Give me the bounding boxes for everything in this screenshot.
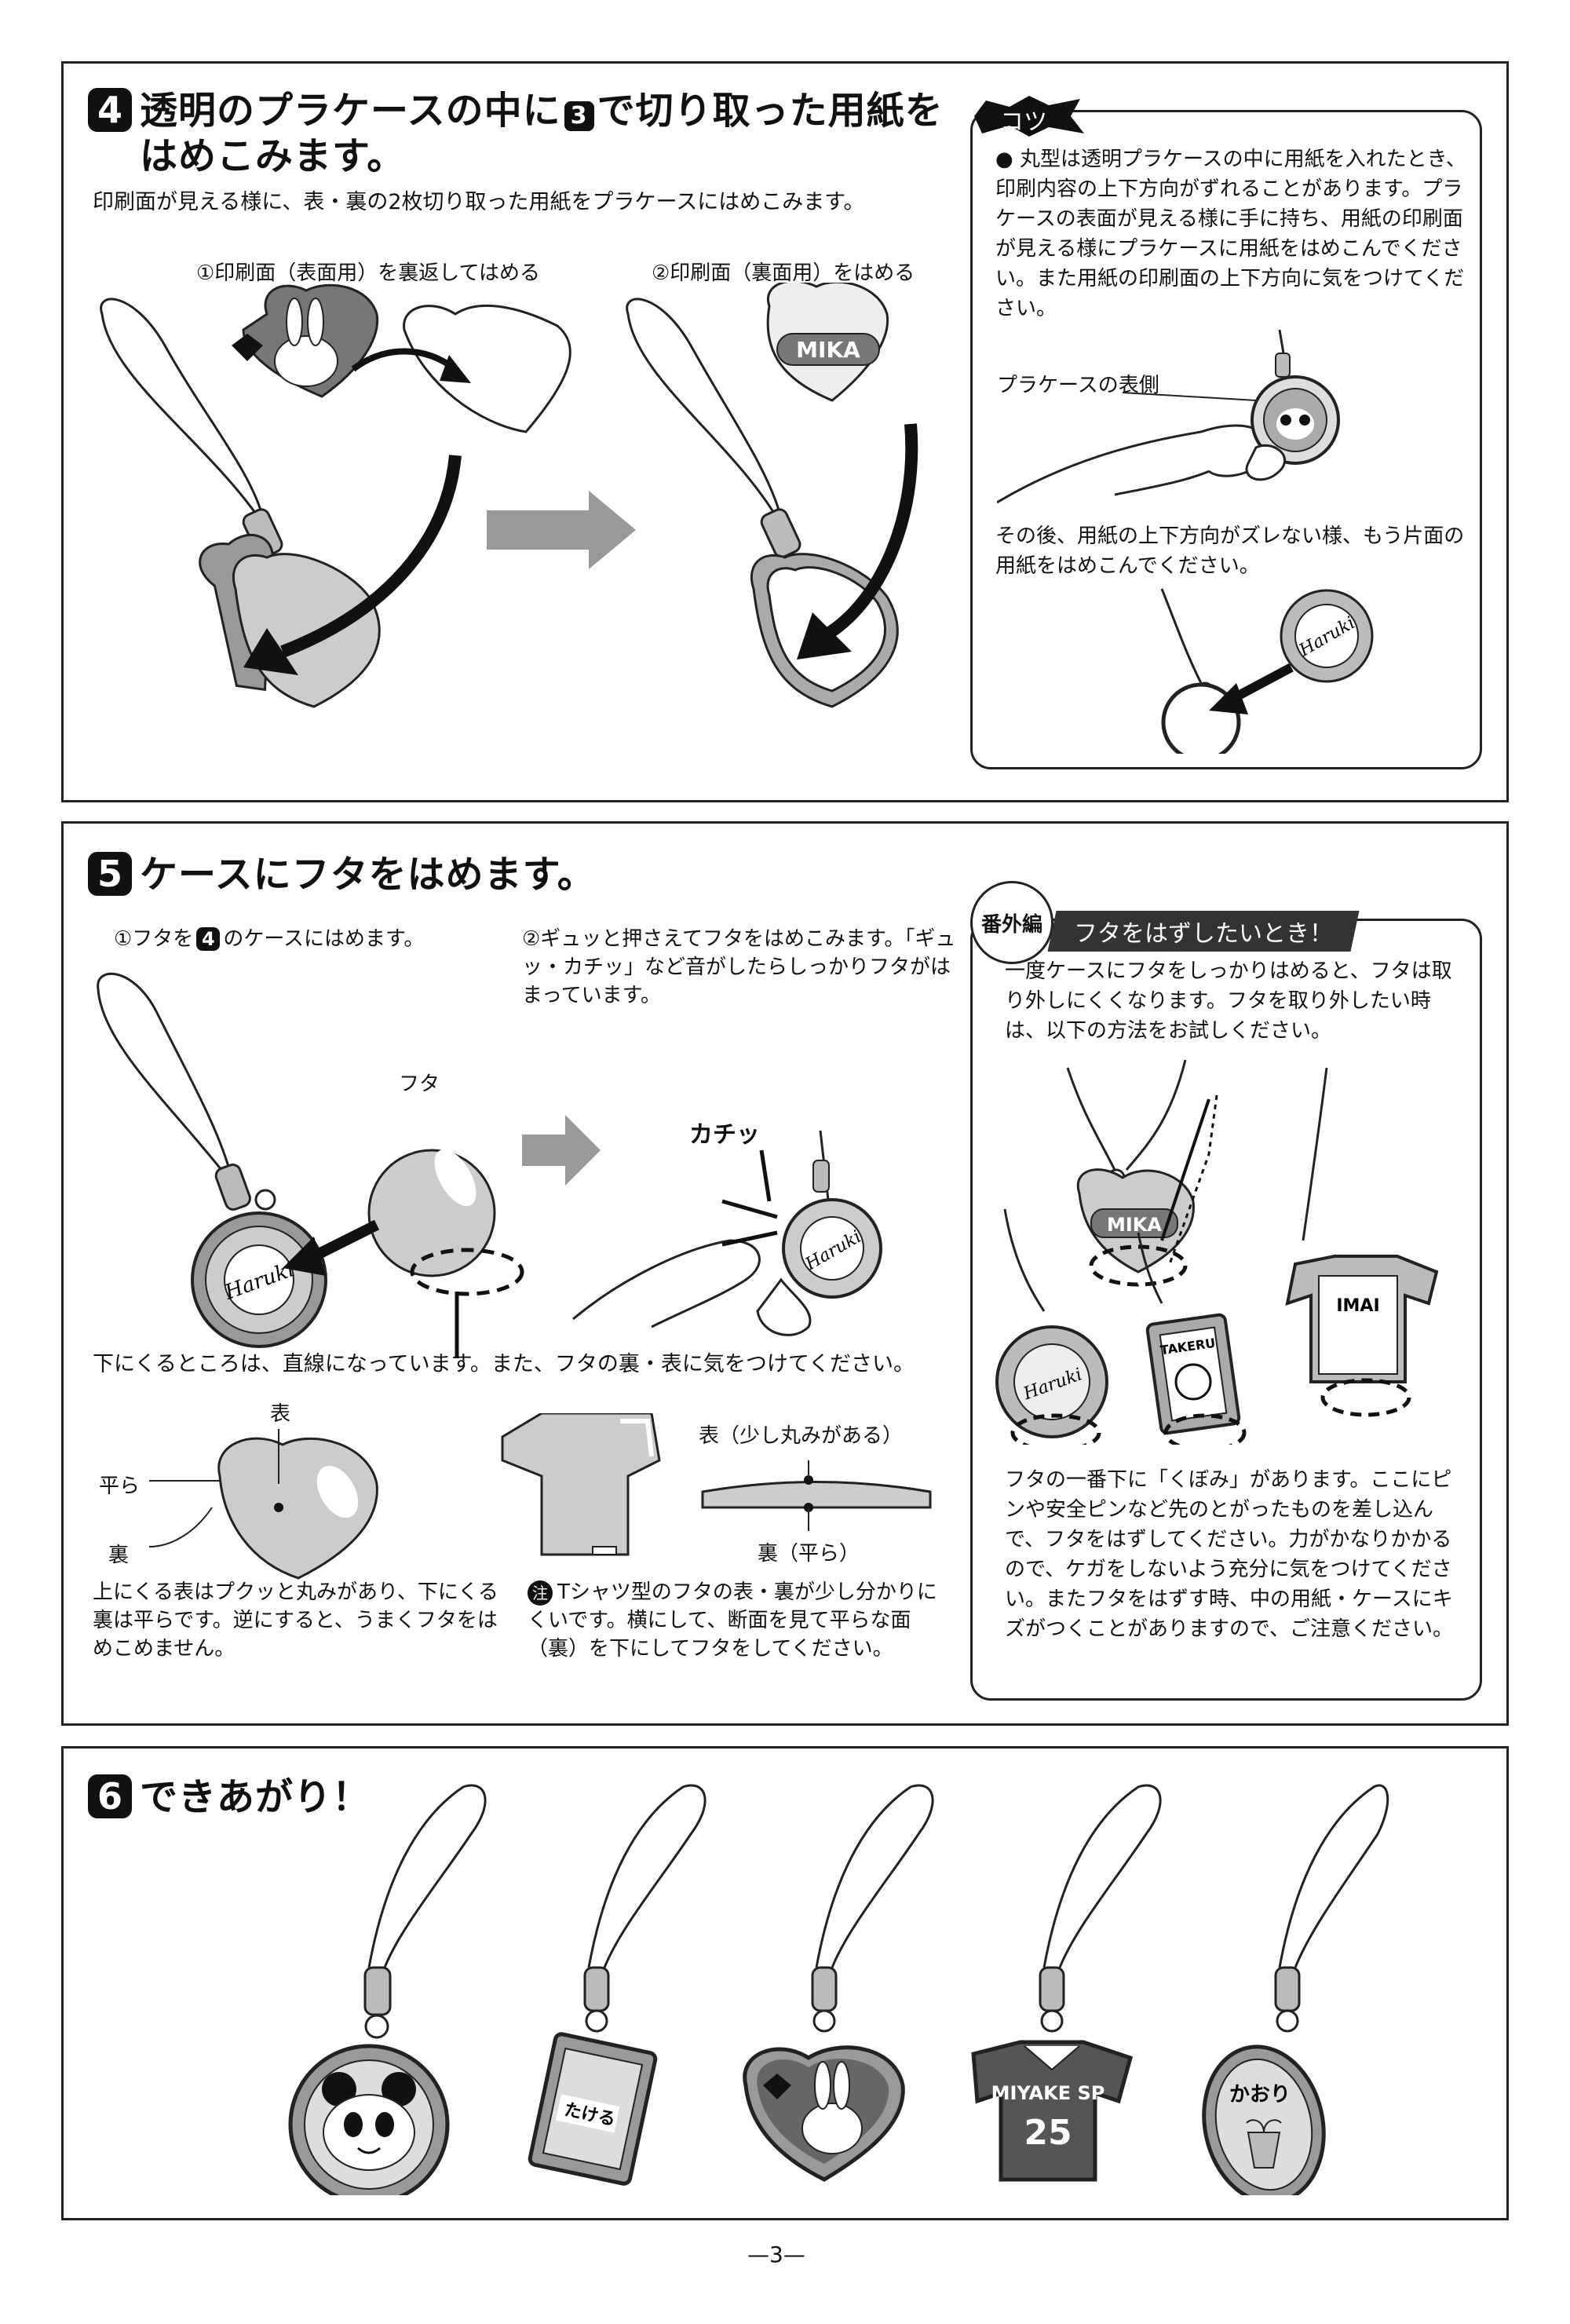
step5-caption1-post: のケースにはめます。 <box>223 927 425 951</box>
finished-keychains: たける MIYAKE SP 25 かおり <box>288 1784 1389 2195</box>
extra-title-text: フタをはずしたいとき！ <box>1074 920 1333 948</box>
step5-caption2: ②ギュッと押さえてフタをはめこみます。「ギュッ・カチッ」など音がしたらしっかりフ… <box>522 927 956 1007</box>
label-futa: フタ <box>399 1072 440 1096</box>
note-mark: 注 <box>528 1580 553 1606</box>
tip-badge-label: コツ <box>1000 108 1047 136</box>
extra-title: フタをはずしたいとき！ <box>1047 911 1360 952</box>
step5-note-bottom: 下にくるところは、直線になっています。また、フタの裏・表に気をつけてください。 <box>93 1352 915 1376</box>
heart-note: 上にくる表はプクッと丸みがあり、下にくる裏は平らです。逆にすると、うまくフタをは… <box>93 1580 498 1661</box>
imai-text-extra: IMAI <box>1336 1296 1379 1316</box>
step6-number: 6 <box>88 1774 132 1818</box>
jersey-number: 25 <box>1024 2113 1072 2153</box>
step5-caption1-pre: ①フタを <box>114 927 194 951</box>
tip-badge-shape <box>974 96 1084 137</box>
step4-caption2: ②印刷面（裏面用）をはめる <box>652 261 915 285</box>
mika-text: MIKA <box>796 337 860 363</box>
label-ura: 裏 <box>108 1544 130 1567</box>
step5-illustration: Haruki Haruki <box>97 972 882 1358</box>
extra-illustration: MIKA Haruki TAKERU IMAI <box>995 1059 1439 1445</box>
label-kachi: カチッ <box>689 1121 760 1149</box>
step5-number: 5 <box>88 852 132 896</box>
team-text: MIYAKE SP <box>991 2082 1105 2104</box>
heart-lid-illustration <box>217 1437 378 1580</box>
tip-hand-illustration <box>997 329 1340 504</box>
step5-title: ケースにフタをはめます。 <box>140 853 596 897</box>
step5-heading: 5 ケースにフタをはめます。 <box>88 852 596 897</box>
step4-title-part2: で切り取った用紙を <box>597 89 944 133</box>
tip-round-illustration: Haruki <box>1160 588 1374 754</box>
step4-illustration: MIKA <box>100 283 918 708</box>
label-ura-flat: 裏（平ら） <box>758 1542 860 1566</box>
tip-text: ● 丸型は透明プラケースの中に用紙を入れたとき、印刷内容の上下方向がずれることが… <box>995 148 1466 320</box>
tip-badge: コツ <box>970 93 1088 140</box>
heart-lid-leaders <box>148 1429 279 1548</box>
label-omote: 表 <box>270 1402 291 1426</box>
step4-description: 印刷面が見える様に、表・裏の2枚切り取った用紙をプラケースにはめこみます。 <box>93 190 865 214</box>
extra-badge-label: 番外編 <box>980 912 1042 937</box>
tshirt-lid-illustration <box>501 1413 661 1556</box>
step6-heading: 6 できあがり！ <box>88 1774 371 1820</box>
step4-title-ref: 3 <box>564 101 594 131</box>
tip-text-2: その後、用紙の上下方向がズレない様、もう片面の用紙をはめこんでください。 <box>995 524 1465 578</box>
step5-caption1-ref: 4 <box>196 927 221 951</box>
step6-title: できあがり！ <box>140 1775 371 1819</box>
tshirt-note-text: Tシャツ型のフタの表・裏が少し分かりにくいです。横にして、断面を見て平らな面（裏… <box>528 1580 937 1661</box>
step4-number: 4 <box>88 88 132 132</box>
extra-text-2: フタの一番下に「くぼみ」があります。ここにピンや安全ピンなど先のとがったものを差… <box>1005 1468 1453 1641</box>
label-omote-round: 表（少し丸みがある） <box>699 1424 904 1448</box>
mika-text-extra: MIKA <box>1107 1214 1162 1236</box>
kaori-text: かおり <box>1229 2083 1291 2107</box>
label-taira: 平ら <box>99 1474 141 1498</box>
page-number: —3— <box>747 2242 805 2267</box>
extra-badge: 番外編 <box>970 881 1053 964</box>
lid-cross-section <box>701 1460 932 1531</box>
extra-text-1: 一度ケースにフタをしっかりはめると、フタは取り外しにくくなります。フタを取り外し… <box>1005 959 1452 1043</box>
step4-caption1: ①印刷面（表面用）を裏返してはめる <box>196 261 541 285</box>
step4-title-part1: 透明のプラケースの中に <box>140 89 561 133</box>
step4-title-line2: はめこみます。 <box>140 134 406 178</box>
